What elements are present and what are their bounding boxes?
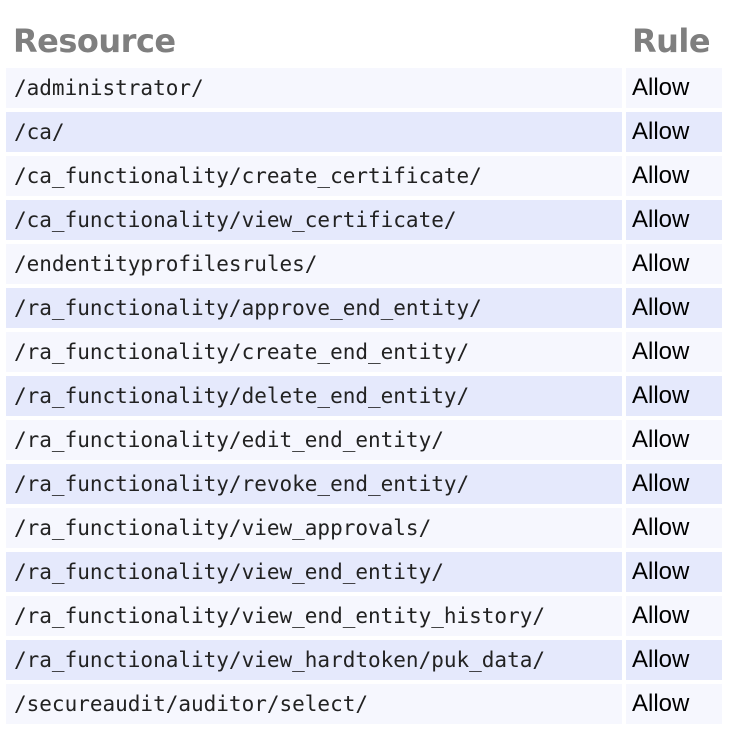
resource-cell: /ra_functionality/view_end_entity_histor… [6, 596, 626, 636]
rule-column-header: Rule [632, 22, 711, 60]
table-row: /ra_functionality/view_hardtoken/puk_dat… [6, 640, 722, 680]
resource-cell: /ca_functionality/create_certificate/ [6, 156, 626, 196]
rule-cell: Allow [626, 684, 722, 724]
table-row: /administrator/ Allow [6, 68, 722, 108]
resource-cell: /ca/ [6, 112, 626, 152]
table-row: /endentityprofilesrules/ Allow [6, 244, 722, 284]
rule-cell: Allow [626, 244, 722, 284]
access-rules-panel: Resource Rule /administrator/ Allow /ca/… [6, 22, 722, 728]
resource-cell: /ra_functionality/create_end_entity/ [6, 332, 626, 372]
resource-column-header: Resource [13, 22, 176, 60]
resource-cell: /endentityprofilesrules/ [6, 244, 626, 284]
table-header-row: Resource Rule [6, 22, 722, 64]
access-rules-table: Resource Rule /administrator/ Allow /ca/… [6, 18, 722, 728]
resource-cell: /ra_functionality/view_approvals/ [6, 508, 626, 548]
resource-cell: /ca_functionality/view_certificate/ [6, 200, 626, 240]
resource-cell: /ra_functionality/view_end_entity/ [6, 552, 626, 592]
rule-cell: Allow [626, 420, 722, 460]
resource-cell: /ra_functionality/approve_end_entity/ [6, 288, 626, 328]
rule-cell: Allow [626, 68, 722, 108]
rule-cell: Allow [626, 156, 722, 196]
rule-cell: Allow [626, 332, 722, 372]
resource-cell: /administrator/ [6, 68, 626, 108]
resource-cell: /ra_functionality/delete_end_entity/ [6, 376, 626, 416]
resource-cell: /ra_functionality/edit_end_entity/ [6, 420, 626, 460]
table-row: /ra_functionality/delete_end_entity/ All… [6, 376, 722, 416]
table-row: /ra_functionality/view_end_entity_histor… [6, 596, 722, 636]
table-row: /ca_functionality/create_certificate/ Al… [6, 156, 722, 196]
table-row: /ra_functionality/view_end_entity/ Allow [6, 552, 722, 592]
rule-cell: Allow [626, 552, 722, 592]
resource-cell: /secureaudit/auditor/select/ [6, 684, 626, 724]
table-row: /ra_functionality/revoke_end_entity/ All… [6, 464, 722, 504]
table-row: /ra_functionality/create_end_entity/ All… [6, 332, 722, 372]
table-row: /ra_functionality/view_approvals/ Allow [6, 508, 722, 548]
table-row: /ca/ Allow [6, 112, 722, 152]
rule-cell: Allow [626, 596, 722, 636]
table-row: /ra_functionality/approve_end_entity/ Al… [6, 288, 722, 328]
rule-cell: Allow [626, 640, 722, 680]
resource-cell: /ra_functionality/view_hardtoken/puk_dat… [6, 640, 626, 680]
rule-cell: Allow [626, 376, 722, 416]
rule-cell: Allow [626, 112, 722, 152]
rule-cell: Allow [626, 508, 722, 548]
table-row: /secureaudit/auditor/select/ Allow [6, 684, 722, 724]
rule-cell: Allow [626, 288, 722, 328]
rule-cell: Allow [626, 464, 722, 504]
table-row: /ra_functionality/edit_end_entity/ Allow [6, 420, 722, 460]
table-row: /ca_functionality/view_certificate/ Allo… [6, 200, 722, 240]
rule-cell: Allow [626, 200, 722, 240]
resource-cell: /ra_functionality/revoke_end_entity/ [6, 464, 626, 504]
